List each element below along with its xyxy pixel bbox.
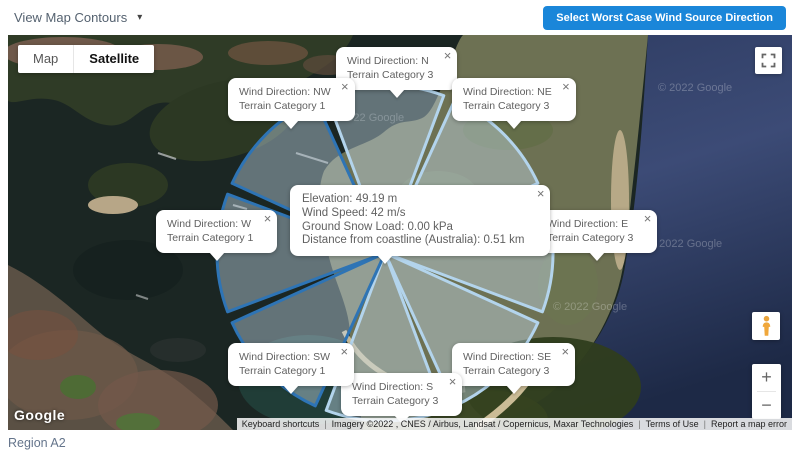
close-icon[interactable]: × [561,344,570,359]
terrain-category-label: Terrain Category 1 [239,364,326,377]
wind-direction-label: Wind Direction: E [547,218,629,230]
map-container: © 2022 Google © 2022 Google © 2022 Googl… [8,35,792,430]
terrain-category-label: Terrain Category 3 [347,68,434,81]
pegman-button[interactable] [752,312,780,340]
region-label: Region A2 [8,436,66,450]
fullscreen-button[interactable] [755,47,782,74]
wind-direction-label: Wind Direction: W [167,218,252,230]
terrain-category-label: Terrain Category 1 [239,99,326,112]
site-info-popup: × Elevation: 49.19 m Wind Speed: 42 m/s … [290,185,551,257]
wind-popup-w: × Wind Direction: W Terrain Category 1 [156,210,278,253]
view-map-contours-button[interactable]: View Map Contours ▾ [14,10,142,25]
zoom-control: + − [752,364,781,419]
map-type-map-button[interactable]: Map [18,45,75,73]
satellite-map-canvas[interactable] [8,35,792,430]
close-icon[interactable]: × [340,344,349,359]
caret-down-icon: ▾ [137,12,143,23]
zoom-in-button[interactable]: + [752,364,781,391]
view-map-contours-label: View Map Contours [14,10,128,25]
close-icon[interactable]: × [562,79,570,94]
zoom-out-button[interactable]: − [752,392,781,419]
report-map-error-link[interactable]: Report a map error [710,419,787,429]
terrain-category-label: Terrain Category 1 [167,231,254,244]
wind-direction-label: Wind Direction: NW [239,86,331,98]
wind-direction-label: Wind Direction: SW [239,351,331,363]
toolbar: View Map Contours ▾ Select Worst Case Wi… [0,0,800,35]
map-type-satellite-button[interactable]: Satellite [89,51,140,66]
fullscreen-icon [761,53,776,68]
wind-popup-s: × Wind Direction: S Terrain Category 3 [341,373,463,416]
imagery-credit: Imagery ©2022 , CNES / Airbus, Landsat /… [331,419,634,429]
close-icon[interactable]: × [448,374,457,389]
map-attribution: Keyboard shortcuts | Imagery ©2022 , CNE… [236,418,792,430]
wind-popup-e: × Wind Direction: E Terrain Category 3 [536,210,658,253]
attribution-separator: | [324,419,327,429]
keyboard-shortcuts-link[interactable]: Keyboard shortcuts [241,419,320,429]
close-icon[interactable]: × [536,186,545,201]
map-watermark: © 2022 Google [658,82,733,94]
ground-snow-load-value: Ground Snow Load: 0.00 kPa [302,220,453,233]
close-icon[interactable]: × [263,211,272,226]
wind-popup-n: × Wind Direction: N Terrain Category 3 [336,47,458,90]
terrain-category-label: Terrain Category 3 [463,364,550,377]
wind-popup-nw: × Wind Direction: NW Terrain Category 1 [228,78,355,121]
close-icon[interactable]: × [643,211,652,226]
zoom-divider [757,391,776,392]
wind-direction-label: Wind Direction: SE [463,351,552,363]
coastline-distance-value: Distance from coastline (Australia): 0.5… [302,234,525,247]
wind-direction-label: Wind Direction: NE [463,86,552,98]
wind-direction-label: Wind Direction: N [347,55,429,67]
close-icon[interactable]: × [443,48,452,63]
terrain-category-label: Terrain Category 3 [463,99,550,112]
wind-popup-sw: × Wind Direction: SW Terrain Category 1 [228,343,355,386]
wind-direction-label: Wind Direction: S [352,381,434,393]
pegman-icon [762,315,770,336]
map-watermark: © 2022 Google [648,238,723,250]
elevation-value: Elevation: 49.19 m [302,193,398,205]
close-icon[interactable]: × [341,79,349,94]
attribution-separator: | [703,419,706,429]
map-watermark: © 2022 Google [553,301,628,313]
terrain-category-label: Terrain Category 3 [547,231,634,244]
attribution-separator: | [638,419,641,429]
wind-popup-se: × Wind Direction: SE Terrain Category 3 [452,343,576,386]
map-type-control: Map Satellite [18,45,155,73]
terrain-category-label: Terrain Category 3 [352,394,439,407]
wind-speed-value: Wind Speed: 42 m/s [302,206,406,219]
terms-of-use-link[interactable]: Terms of Use [645,419,699,429]
wind-popup-ne: × Wind Direction: NE Terrain Category 3 [452,78,576,121]
select-worst-case-button[interactable]: Select Worst Case Wind Source Direction [543,5,786,30]
google-logo[interactable]: Google [14,407,66,423]
